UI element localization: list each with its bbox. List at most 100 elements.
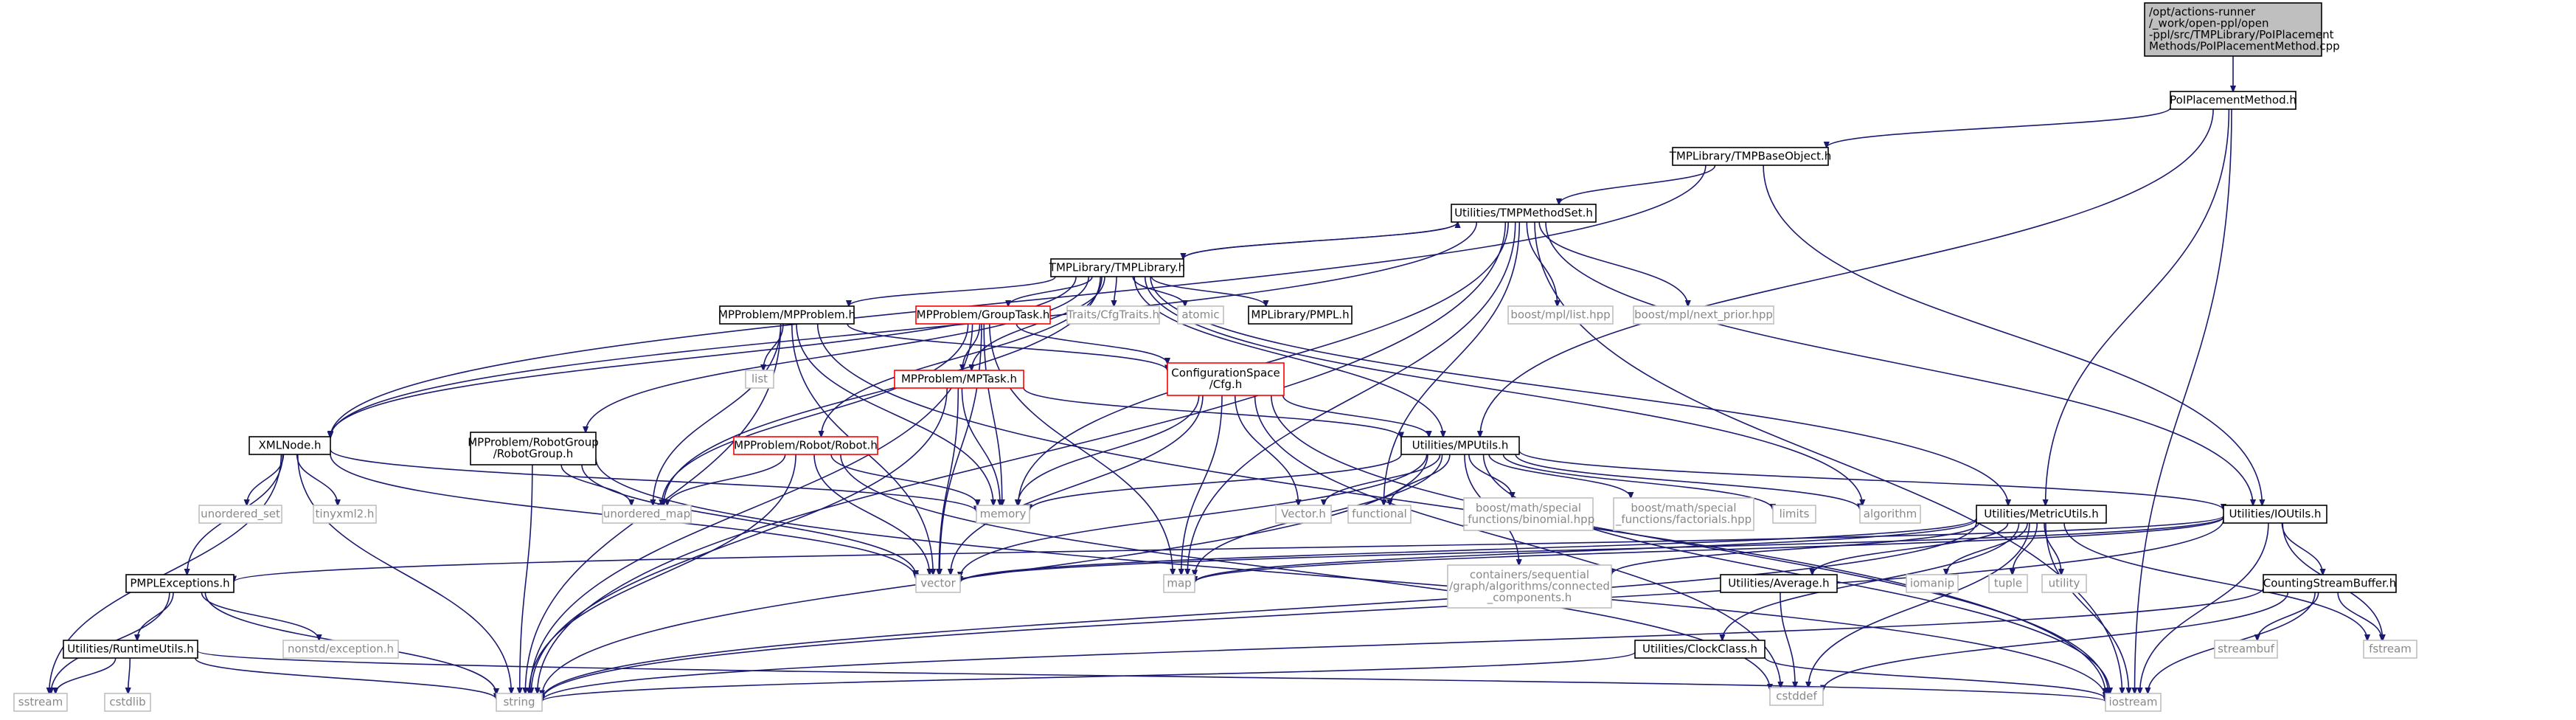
node-label-robot-line-0: MPProblem/Robot/Robot.h (734, 438, 878, 451)
node-box-root (2144, 2, 2322, 57)
edge-layer (49, 56, 2383, 702)
edge-mpproblem-to-unordered-map (653, 323, 782, 505)
edge-xmlnode-to-tinyxml2 (296, 454, 338, 505)
node-connected-components: containers/sequential/graph/algorithms/c… (1447, 564, 1612, 609)
node-string: string (496, 693, 543, 712)
node-tmpmethodset[interactable]: Utilities/TMPMethodSet.h (1451, 204, 1597, 223)
node-mpl-list: boost/mpl/list.hpp (1507, 305, 1614, 325)
edge-pmplexceptions-to-runtimeutils (137, 592, 174, 640)
node-box-string (496, 693, 543, 712)
edge-mptask-to-memory (961, 387, 1000, 505)
node-robot[interactable]: MPProblem/Robot/Robot.h (733, 436, 878, 455)
node-label-connected-components-line-0: containers/sequential (1470, 568, 1589, 581)
node-box-mptask (894, 370, 1024, 389)
node-label-root-line-0: /opt/actions-runner (2149, 5, 2256, 18)
node-limits: limits (1772, 505, 1816, 524)
node-grouptask[interactable]: MPProblem/GroupTask.h (915, 305, 1051, 325)
node-pmpl[interactable]: MPLibrary/PMPL.h (1248, 305, 1353, 325)
node-robotgroup[interactable]: MPProblem/RobotGroup/RobotGroup.h (468, 432, 599, 465)
node-box-cfgtraits (1066, 305, 1160, 325)
edge-mptask-to-mputils (1023, 387, 1401, 438)
node-list: list (745, 370, 774, 389)
edge-metricutils-to-connected-components (1611, 522, 1979, 575)
edge-clockclass-to-iostream (1764, 657, 2105, 699)
node-map: map (1163, 574, 1195, 593)
node-label-cfgtraits-line-0: Traits/CfgTraits.h (1066, 308, 1159, 321)
edge-tmpmethodset-to-map (1187, 221, 1516, 575)
edge-metricutils-to-map (1195, 519, 1977, 582)
edge-robot-to-unordered-map (667, 454, 786, 505)
edge-tmpmethodset-to-iostream (1534, 221, 2122, 693)
edge-ioutils-to-countingstreambuffer (2281, 522, 2322, 575)
edge-mputils-to-functional (1390, 454, 1451, 505)
edge-grouptask-to-cspace-cfg (1016, 323, 1167, 364)
node-tmpbaseobject[interactable]: TMPLibrary/TMPBaseObject.h (1669, 147, 1831, 166)
edge-robotgroup-to-vector (581, 464, 916, 576)
edge-poiplacementmethod-to-iostream (2135, 108, 2232, 693)
edge-cspace-cfg-to-vector (951, 395, 1204, 575)
node-algorithm: algorithm (1859, 505, 1921, 524)
edge-metricutils-to-vector (960, 517, 1977, 583)
node-label-string-line-0: string (503, 695, 535, 708)
edge-runtimeutils-to-string (195, 657, 496, 699)
edge-tmplibrary-to-grouptask (1008, 276, 1093, 306)
node-label-atomic-line-0: atomic (1181, 308, 1219, 321)
node-label-streambuf-line-0: streambuf (2218, 642, 2275, 655)
edge-robotgroup-to-unordered-map (560, 464, 631, 505)
edge-tmpmethodset-to-ioutils (1545, 221, 2253, 505)
node-poiplacementmethod[interactable]: PoIPlacementMethod.h (2170, 91, 2296, 110)
node-streambuf: streambuf (2214, 640, 2278, 659)
node-box-connected-components (1447, 564, 1612, 609)
node-box-grouptask (915, 305, 1051, 325)
node-mptask[interactable]: MPProblem/MPTask.h (894, 370, 1024, 389)
edge-metricutils-to-iostream (2045, 522, 2129, 693)
edge-poiplacementmethod-to-tmpbaseobject (1827, 107, 2171, 148)
edge-runtimeutils-to-cstdlib (128, 657, 131, 693)
node-mpproblem[interactable]: MPProblem/MPProblem.h (718, 305, 855, 325)
node-box-mpl-nextprior (1633, 305, 1774, 325)
node-label-unordered-map-line-0: unordered_map (603, 507, 690, 521)
edge-tmplibrary-to-pmpl (1150, 276, 1266, 306)
node-mputils[interactable]: Utilities/MPUtils.h (1400, 436, 1520, 455)
node-average[interactable]: Utilities/Average.h (1720, 574, 1838, 593)
node-countingstreambuffer[interactable]: CountingStreamBuffer.h (2263, 574, 2397, 593)
node-box-tmpmethodset (1451, 204, 1597, 223)
node-label-runtimeutils-line-0: Utilities/RuntimeUtils.h (67, 642, 193, 655)
node-pmplexceptions[interactable]: PMPLExceptions.h (125, 574, 235, 593)
node-box-metricutils (1976, 505, 2107, 524)
node-boost-binomial: boost/math/special_functions/binomial.hp… (1462, 497, 1594, 531)
edge-tmplibrary-to-robotgroup (586, 276, 1089, 432)
node-root[interactable]: /opt/actions-runner/_work/open-ppl/open-… (2144, 2, 2340, 57)
node-label-nonstd-exception-line-0: nonstd/exception.h (288, 642, 394, 655)
node-xmlnode[interactable]: XMLNode.h (249, 436, 331, 455)
edge-robot-to-vector (813, 454, 930, 575)
node-cspace-cfg[interactable]: ConfigurationSpace/Cfg.h (1167, 362, 1285, 396)
node-label-xmlnode-line-0: XMLNode.h (259, 438, 322, 451)
node-box-pmplexceptions (125, 574, 235, 593)
node-clockclass[interactable]: Utilities/ClockClass.h (1634, 640, 1766, 659)
edge-cspace-cfg-to-iostream (1271, 395, 2108, 693)
node-box-map (1163, 574, 1195, 593)
node-ioutils[interactable]: Utilities/IOUtils.h (2223, 505, 2327, 524)
node-box-sstream (13, 693, 68, 712)
node-label-memory-line-0: memory (980, 507, 1027, 520)
node-vector: vector (915, 574, 961, 593)
node-box-tmpbaseobject (1672, 147, 1829, 166)
node-tmplibrary[interactable]: TMPLibrary/TMPLibrary.h (1049, 258, 1185, 277)
node-sstream: sstream (13, 693, 68, 712)
node-runtimeutils[interactable]: Utilities/RuntimeUtils.h (63, 640, 198, 659)
node-box-poiplacementmethod (2170, 91, 2296, 110)
node-box-algorithm (1859, 505, 1921, 524)
edge-tmplibrary-to-tmpmethodset (1182, 222, 1457, 260)
edge-grouptask-to-vector (940, 323, 982, 575)
node-label-root-line-3: Methods/PoIPlacementMethod.cpp (2149, 40, 2340, 53)
edge-tmpmethodset-to-mpl-nextprior (1538, 221, 1688, 306)
node-box-tmplibrary (1050, 258, 1184, 277)
edge-runtimeutils-to-sstream (55, 657, 117, 693)
node-metricutils[interactable]: Utilities/MetricUtils.h (1976, 505, 2107, 524)
edge-ioutils-to-map (1195, 516, 2224, 582)
node-box-average (1720, 574, 1838, 593)
edge-xmlnode-to-memory (330, 449, 976, 511)
node-unordered-set: unordered_set (198, 505, 282, 524)
node-box-list (745, 370, 774, 389)
